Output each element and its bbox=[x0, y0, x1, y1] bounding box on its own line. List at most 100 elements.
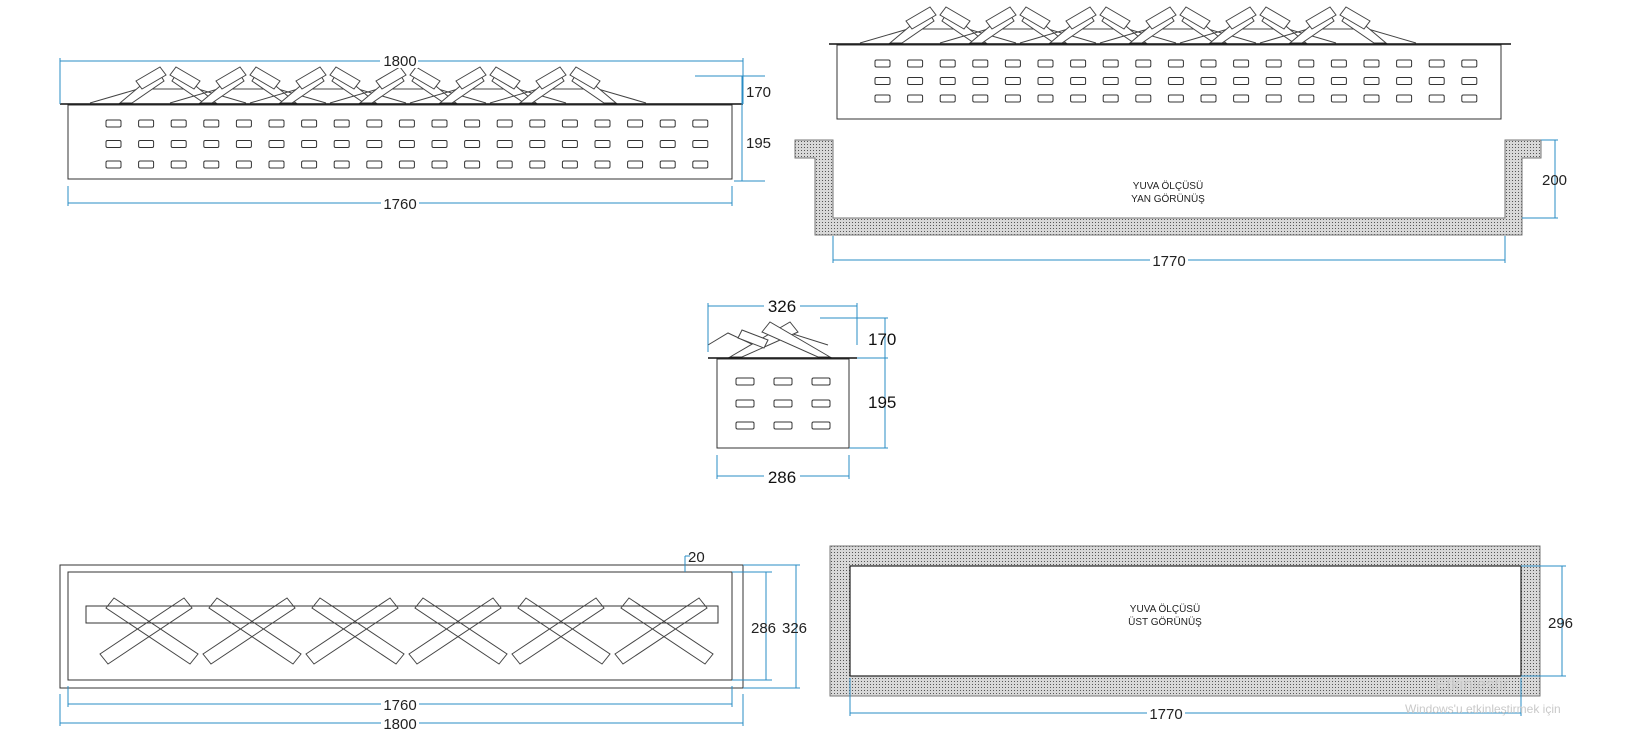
vent-slot bbox=[1233, 59, 1250, 68]
vent-slot bbox=[235, 140, 252, 148]
vent-slot bbox=[496, 140, 513, 148]
niche-top-note-title: YUVA ÖLÇÜSÜ bbox=[1130, 603, 1200, 615]
vent-slot bbox=[659, 119, 676, 128]
vent-slot bbox=[529, 160, 546, 169]
vent-slot bbox=[1167, 77, 1184, 85]
vent-slot bbox=[735, 377, 755, 386]
vent-slot bbox=[1102, 59, 1119, 68]
vent-slot bbox=[561, 160, 578, 169]
vent-slot bbox=[659, 160, 676, 169]
log-plank bbox=[305, 597, 399, 665]
dimension-text: 170 bbox=[868, 330, 896, 349]
log-plank bbox=[614, 597, 708, 665]
dimension-text: 1760 bbox=[383, 697, 416, 714]
vent-slot bbox=[1070, 77, 1087, 85]
dimension-niche-width: 1770 bbox=[832, 236, 1506, 270]
log-plank bbox=[535, 66, 567, 90]
vent-slot bbox=[1330, 94, 1347, 103]
vent-slot bbox=[811, 421, 831, 430]
log-plank bbox=[489, 66, 521, 90]
log-plank bbox=[1145, 6, 1177, 30]
vent-slot bbox=[811, 399, 831, 408]
vent-slot bbox=[203, 119, 220, 128]
vent-slot bbox=[464, 140, 481, 148]
log-plank bbox=[105, 597, 199, 665]
watermark-title: Etkinleştir bbox=[1435, 675, 1509, 694]
vent-slot bbox=[1200, 59, 1217, 68]
end-view-flame bbox=[707, 321, 832, 358]
vent-slot bbox=[1428, 59, 1445, 68]
end-view-vent-slots bbox=[735, 377, 831, 430]
vent-slot bbox=[170, 160, 187, 169]
vent-slot bbox=[659, 140, 676, 148]
dimension-end-body-height: 195 bbox=[849, 357, 896, 449]
vent-slot bbox=[1363, 77, 1380, 85]
vent-slot bbox=[1428, 94, 1445, 103]
vent-slot bbox=[496, 119, 513, 128]
dimension-niche-height: 200 bbox=[1522, 139, 1567, 219]
vent-slot bbox=[366, 140, 383, 148]
front-view-vent-slots bbox=[105, 119, 709, 169]
vent-slot bbox=[1167, 59, 1184, 68]
vent-slot bbox=[301, 140, 318, 148]
niche-top-view: YUVA ÖLÇÜSÜ ÜST GÖRÜNÜŞ 296 1770 bbox=[829, 545, 1573, 723]
log-plank bbox=[135, 66, 167, 90]
log-plank bbox=[408, 597, 502, 665]
log-plank bbox=[737, 329, 769, 349]
vent-slot bbox=[627, 140, 644, 148]
niche-side-note-subtitle: YAN GÖRÜNÜŞ bbox=[1131, 193, 1205, 205]
vent-slot bbox=[105, 140, 122, 148]
vent-slot bbox=[1396, 94, 1413, 103]
dimension-body-height: 195 bbox=[734, 104, 771, 182]
dimension-text: 1760 bbox=[383, 196, 416, 213]
log-plank bbox=[409, 66, 441, 90]
vent-slot bbox=[1298, 77, 1315, 85]
log-plank bbox=[939, 6, 971, 30]
vent-slot bbox=[366, 119, 383, 128]
vent-slot bbox=[138, 119, 155, 128]
vent-slot bbox=[627, 119, 644, 128]
vent-slot bbox=[398, 160, 415, 169]
log-plank bbox=[517, 597, 611, 665]
vent-slot bbox=[1037, 77, 1054, 85]
vent-slot bbox=[496, 160, 513, 169]
vent-slot bbox=[464, 160, 481, 169]
vent-slot bbox=[105, 119, 122, 128]
niche-top-note-subtitle: ÜST GÖRÜNÜŞ bbox=[1128, 616, 1202, 628]
vent-slot bbox=[366, 160, 383, 169]
front-view-secondary-flame bbox=[859, 6, 1417, 44]
vent-slot bbox=[1330, 59, 1347, 68]
vent-slot bbox=[1200, 77, 1217, 85]
vent-slot bbox=[1037, 94, 1054, 103]
vent-slot bbox=[773, 421, 793, 430]
vent-slot bbox=[398, 140, 415, 148]
vent-slot bbox=[1004, 94, 1021, 103]
activation-watermark: Etkinleştir Windows'u etkinleştirmek içi… bbox=[1405, 675, 1561, 716]
log-plank bbox=[414, 597, 508, 665]
vent-slot bbox=[1070, 94, 1087, 103]
vent-slot bbox=[333, 119, 350, 128]
vent-slot bbox=[773, 399, 793, 408]
vent-slot bbox=[972, 77, 989, 85]
vent-slot bbox=[529, 119, 546, 128]
vent-slot bbox=[594, 119, 611, 128]
vent-slot bbox=[874, 77, 891, 85]
vent-slot bbox=[1298, 59, 1315, 68]
vent-slot bbox=[692, 160, 709, 169]
dimension-end-width-bottom: 286 bbox=[716, 455, 850, 487]
dimension-rim: 20 bbox=[684, 549, 705, 572]
log-plank bbox=[1339, 6, 1371, 30]
dimension-end-width-top: 326 bbox=[707, 296, 858, 352]
dimension-text: 195 bbox=[746, 135, 771, 152]
vent-slot bbox=[939, 77, 956, 85]
vent-slot bbox=[972, 94, 989, 103]
dimension-niche-depth: 296 bbox=[1521, 565, 1573, 677]
log-plank bbox=[1305, 6, 1337, 30]
dimension-text: 1770 bbox=[1152, 253, 1185, 270]
vent-slot bbox=[1200, 94, 1217, 103]
vent-slot bbox=[1167, 94, 1184, 103]
vent-slot bbox=[1135, 77, 1152, 85]
vent-slot bbox=[1396, 77, 1413, 85]
log-plank bbox=[985, 6, 1017, 30]
